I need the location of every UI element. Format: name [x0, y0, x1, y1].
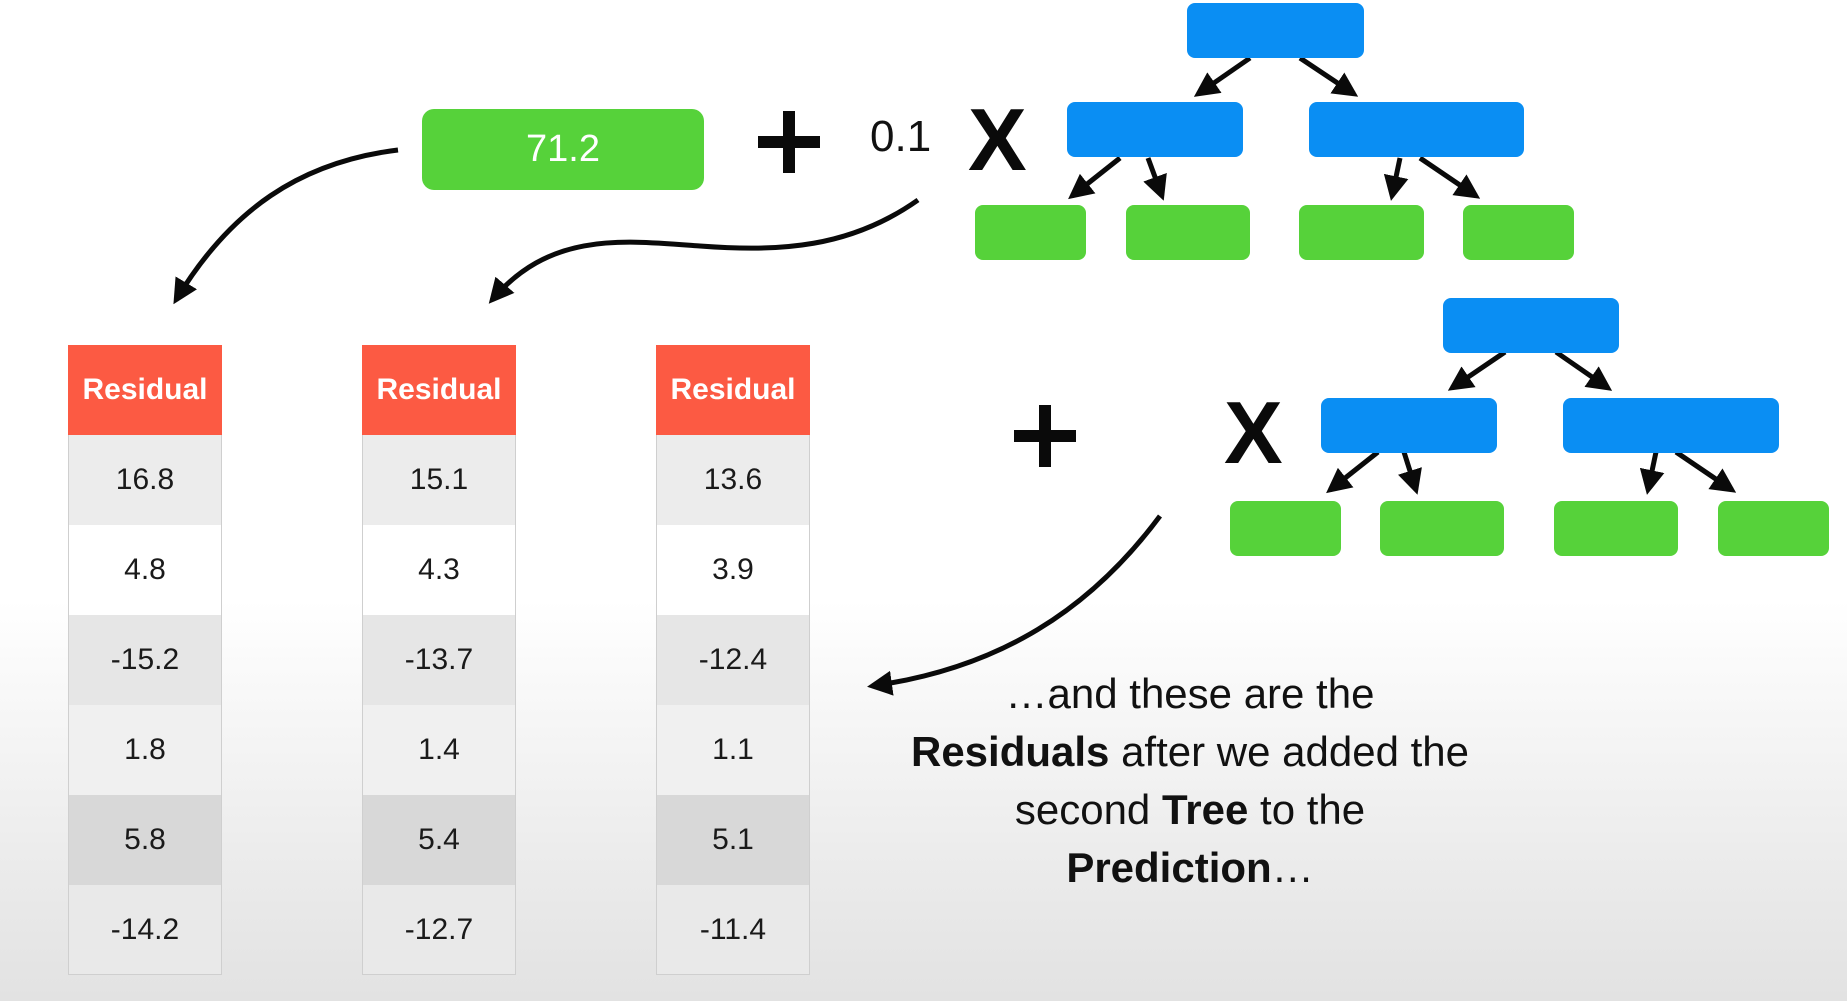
arrow-tree1-to-col2: [488, 197, 920, 304]
tree2-internal-node-right: [1563, 398, 1779, 453]
tree1-root-node: [1187, 3, 1364, 58]
caption-part: …and these are the: [1005, 670, 1375, 717]
tree2-leaf-node: [1380, 501, 1504, 556]
residual-cell: 4.3: [362, 525, 516, 615]
residual-cell: 1.4: [362, 705, 516, 795]
plus-sign-2: [1014, 405, 1076, 467]
tree1-leaf-node: [975, 205, 1086, 260]
residual-cell: 16.8: [68, 435, 222, 525]
residual-column-1: Residual 16.8 4.8 -15.2 1.8 5.8 -14.2: [68, 345, 222, 975]
residual-cell: 15.1: [362, 435, 516, 525]
tree1-leaf-node: [1463, 205, 1574, 260]
learning-rate: 0.1: [870, 112, 932, 161]
residual-cell: 4.8: [68, 525, 222, 615]
residual-cell: 13.6: [656, 435, 810, 525]
residual-cell: -12.4: [656, 615, 810, 705]
tree2-edge: [1639, 451, 1665, 495]
caption-part: to the: [1248, 786, 1366, 833]
residual-column-2: Residual 15.1 4.3 -13.7 1.4 5.4 -12.7: [362, 345, 516, 975]
times-sign-2: X: [1224, 383, 1283, 482]
residual-column-3: Residual 13.6 3.9 -12.4 1.1 5.1 -11.4: [656, 345, 810, 975]
residual-header: Residual: [68, 345, 222, 435]
tree2-root-node: [1443, 298, 1619, 353]
arrow-tree2-to-col3: [867, 514, 1163, 696]
residual-cell: -15.2: [68, 615, 222, 705]
tree2-edge: [1447, 349, 1507, 391]
tree2-edge: [1674, 449, 1737, 493]
plus-sign-1: [758, 111, 820, 173]
residual-cell: -11.4: [656, 885, 810, 975]
tree2-leaf-node: [1554, 501, 1678, 556]
caption-part: …: [1271, 844, 1314, 891]
tree2-edge: [1398, 451, 1422, 495]
arrow-initial-to-col1: [173, 147, 399, 305]
tree2-leaf-node: [1718, 501, 1829, 556]
caption-bold-prediction: Prediction: [1066, 844, 1272, 891]
caption-part: after we added the second: [1014, 728, 1469, 833]
times-sign-1: X: [968, 90, 1027, 189]
residual-cell: 5.4: [362, 795, 516, 885]
residual-cell: -12.7: [362, 885, 516, 975]
residual-cell: 1.8: [68, 705, 222, 795]
caption-bold-tree: Tree: [1161, 786, 1249, 833]
tree1-leaf-node: [1299, 205, 1424, 260]
tree2-leaf-node: [1230, 501, 1341, 556]
tree2-internal-node-left: [1321, 398, 1497, 453]
residual-header: Residual: [656, 345, 810, 435]
residual-cell: 5.1: [656, 795, 810, 885]
tree1-edge: [1193, 55, 1252, 97]
initial-prediction-box: 71.2: [422, 109, 704, 190]
tree2-edge: [1554, 349, 1613, 391]
tree1-edge: [1298, 55, 1359, 97]
tree1-edge: [1068, 156, 1122, 200]
residual-cell: 1.1: [656, 705, 810, 795]
caption-text: …and these are the Residuals after we ad…: [880, 665, 1500, 897]
tree1-edge: [1418, 155, 1481, 199]
caption-bold-residuals: Residuals: [910, 728, 1110, 775]
tree1-edge: [1143, 157, 1167, 201]
tree2-edge: [1326, 450, 1380, 494]
residual-cell: -13.7: [362, 615, 516, 705]
residual-cell: -14.2: [68, 885, 222, 975]
tree1-internal-node-right: [1309, 102, 1524, 157]
residual-cell: 3.9: [656, 525, 810, 615]
residual-header: Residual: [362, 345, 516, 435]
tree1-leaf-node: [1126, 205, 1250, 260]
tree1-edge: [1383, 157, 1409, 201]
residual-cell: 5.8: [68, 795, 222, 885]
tree1-internal-node-left: [1067, 102, 1243, 157]
